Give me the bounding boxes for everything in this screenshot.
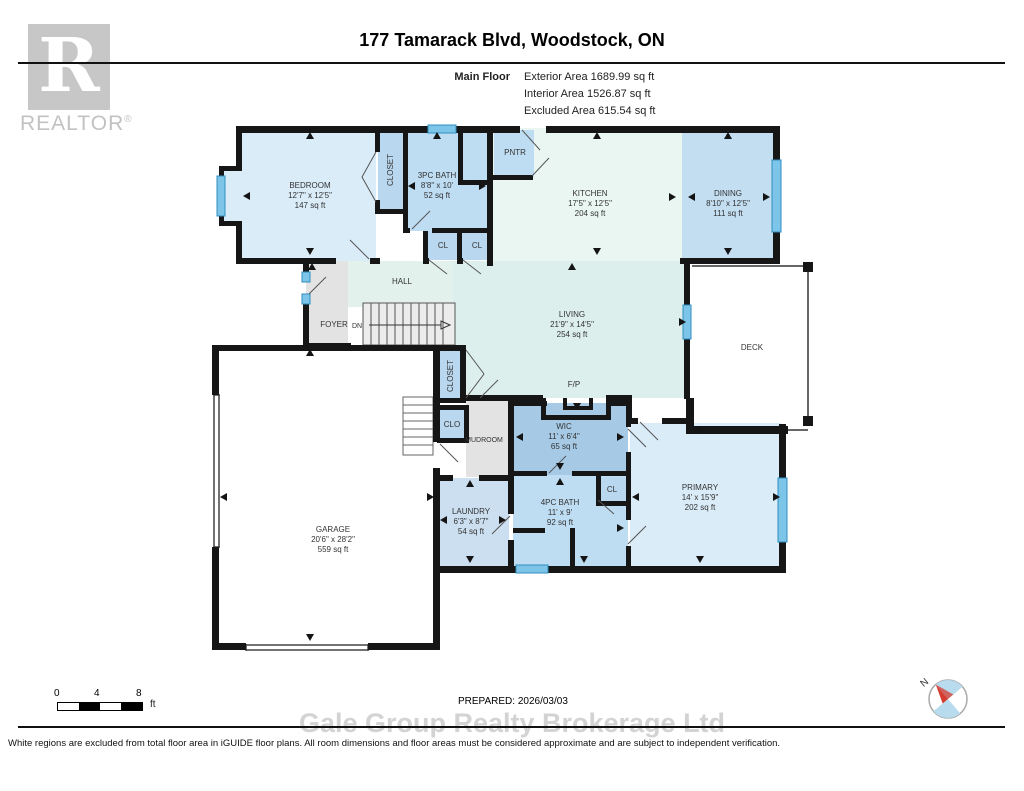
room-label-deck: DECK <box>740 343 764 352</box>
scale-4: 4 <box>94 688 100 699</box>
bedroom-area: 147 sq ft <box>294 201 326 210</box>
room-label-bedroom: BEDROOM 12'7" x 12'5" 147 sq ft <box>288 181 332 211</box>
bath4-dims: 11' x 9' <box>547 508 573 517</box>
scale-bar-segments <box>57 702 143 711</box>
compass-north-label: N <box>918 676 931 689</box>
scale-bar: 0 4 8 ft <box>54 688 176 718</box>
room-label-hall: HALL <box>391 277 413 286</box>
stairs-dn-label: DN <box>351 323 363 330</box>
stairs-main <box>362 302 456 346</box>
room-label-closet-bedroom: CLOSET <box>386 153 395 187</box>
living-area: 254 sq ft <box>556 330 588 339</box>
disclaimer-text: White regions are excluded from total fl… <box>8 738 781 749</box>
primary-name: PRIMARY <box>681 483 719 492</box>
room-label-foyer: FOYER <box>320 320 348 329</box>
room-label-closet-hall: CLOSET <box>446 359 455 393</box>
bedroom-dims: 12'7" x 12'5" <box>288 191 332 200</box>
realtor-logo-letter: R <box>38 23 100 109</box>
room-label-wic: WIC 11' x 6'4" 65 sq ft <box>548 422 580 452</box>
registered-mark: ® <box>124 114 133 125</box>
deck-railing <box>692 262 813 431</box>
bath3-name: 3PC BATH <box>417 171 457 180</box>
compass-icon: N <box>918 676 968 719</box>
measure-arrows <box>220 132 780 641</box>
fireplace-label: F/P <box>567 380 581 389</box>
scale-0: 0 <box>54 688 60 699</box>
excluded-area: Excluded Area 615.54 sq ft <box>524 105 656 117</box>
dining-name: DINING <box>714 189 742 198</box>
room-label-living: LIVING 21'9" x 14'5" 254 sq ft <box>550 310 594 340</box>
realtor-brand: REALTOR <box>20 112 125 135</box>
garage-doors <box>213 394 369 651</box>
page-title: 177 Tamarack Blvd, Woodstock, ON <box>359 30 665 50</box>
prepared-date: PREPARED: 2026/03/03 <box>458 696 568 707</box>
bath4-area: 92 sq ft <box>546 518 574 527</box>
scale-unit: ft <box>150 699 156 710</box>
exterior-area: Exterior Area 1689.99 sq ft <box>524 71 655 83</box>
primary-area: 202 sq ft <box>684 503 716 512</box>
room-label-cl-a: CL <box>437 241 449 250</box>
compass: N <box>914 672 978 726</box>
kitchen-name: KITCHEN <box>572 189 608 198</box>
kitchen-dims: 17'5" x 12'5" <box>568 199 612 208</box>
realtor-logo: R <box>28 24 110 110</box>
garage-area: 559 sq ft <box>317 545 349 554</box>
wic-area: 65 sq ft <box>550 442 578 451</box>
bath4-name: 4PC BATH <box>540 498 580 507</box>
brokerage-watermark: Gale Group Realty Brokerage Ltd <box>298 708 726 738</box>
bath3-dims: 8'8" x 10' <box>420 181 454 190</box>
walls <box>212 126 788 650</box>
room-label-kitchen: KITCHEN 17'5" x 12'5" 204 sq ft <box>568 189 612 219</box>
room-label-cl-c: CL <box>606 485 618 494</box>
room-label-bath4: 4PC BATH 11' x 9' 92 sq ft <box>541 498 580 528</box>
header-divider <box>18 62 1005 64</box>
floor-label: Main Floor <box>454 71 510 83</box>
living-name: LIVING <box>558 310 586 319</box>
garage-name: GARAGE <box>315 525 351 534</box>
dining-area: 111 sq ft <box>713 209 743 218</box>
interior-area: Interior Area 1526.87 sq ft <box>524 88 651 100</box>
primary-dims: 14' x 15'9" <box>681 493 719 502</box>
room-label-garage: GARAGE 20'6" x 28'2" 559 sq ft <box>311 525 355 555</box>
kitchen-area: 204 sq ft <box>574 209 606 218</box>
wic-dims: 11' x 6'4" <box>548 432 580 441</box>
laundry-area: 54 sq ft <box>457 527 485 536</box>
door-swings <box>308 129 659 545</box>
stairs-garage <box>402 396 434 456</box>
room-label-bath3: 3PC BATH 8'8" x 10' 52 sq ft <box>418 171 457 201</box>
room-label-clo: CLO <box>443 420 461 429</box>
room-label-primary: PRIMARY 14' x 15'9" 202 sq ft <box>682 483 719 513</box>
room-label-cl-b: CL <box>471 241 483 250</box>
dining-dims: 8'10" x 12'5" <box>706 199 750 208</box>
living-dims: 21'9" x 14'5" <box>550 320 594 329</box>
footer-divider <box>18 726 1005 728</box>
room-label-mudroom: MUDROOM <box>465 437 503 444</box>
room-fills <box>222 128 781 568</box>
realtor-logo-text: REALTOR® <box>20 112 133 136</box>
bath3-area: 52 sq ft <box>423 191 451 200</box>
room-label-laundry: LAUNDRY 6'3" x 8'7" 54 sq ft <box>452 507 490 537</box>
room-label-pantry: PNTR <box>504 148 526 157</box>
wic-name: WIC <box>556 422 572 431</box>
bedroom-name: BEDROOM <box>289 181 331 190</box>
laundry-name: LAUNDRY <box>451 507 491 516</box>
garage-dims: 20'6" x 28'2" <box>311 535 355 544</box>
scale-8: 8 <box>136 688 142 699</box>
laundry-dims: 6'3" x 8'7" <box>453 517 489 526</box>
room-label-dining: DINING 8'10" x 12'5" 111 sq ft <box>706 189 750 219</box>
